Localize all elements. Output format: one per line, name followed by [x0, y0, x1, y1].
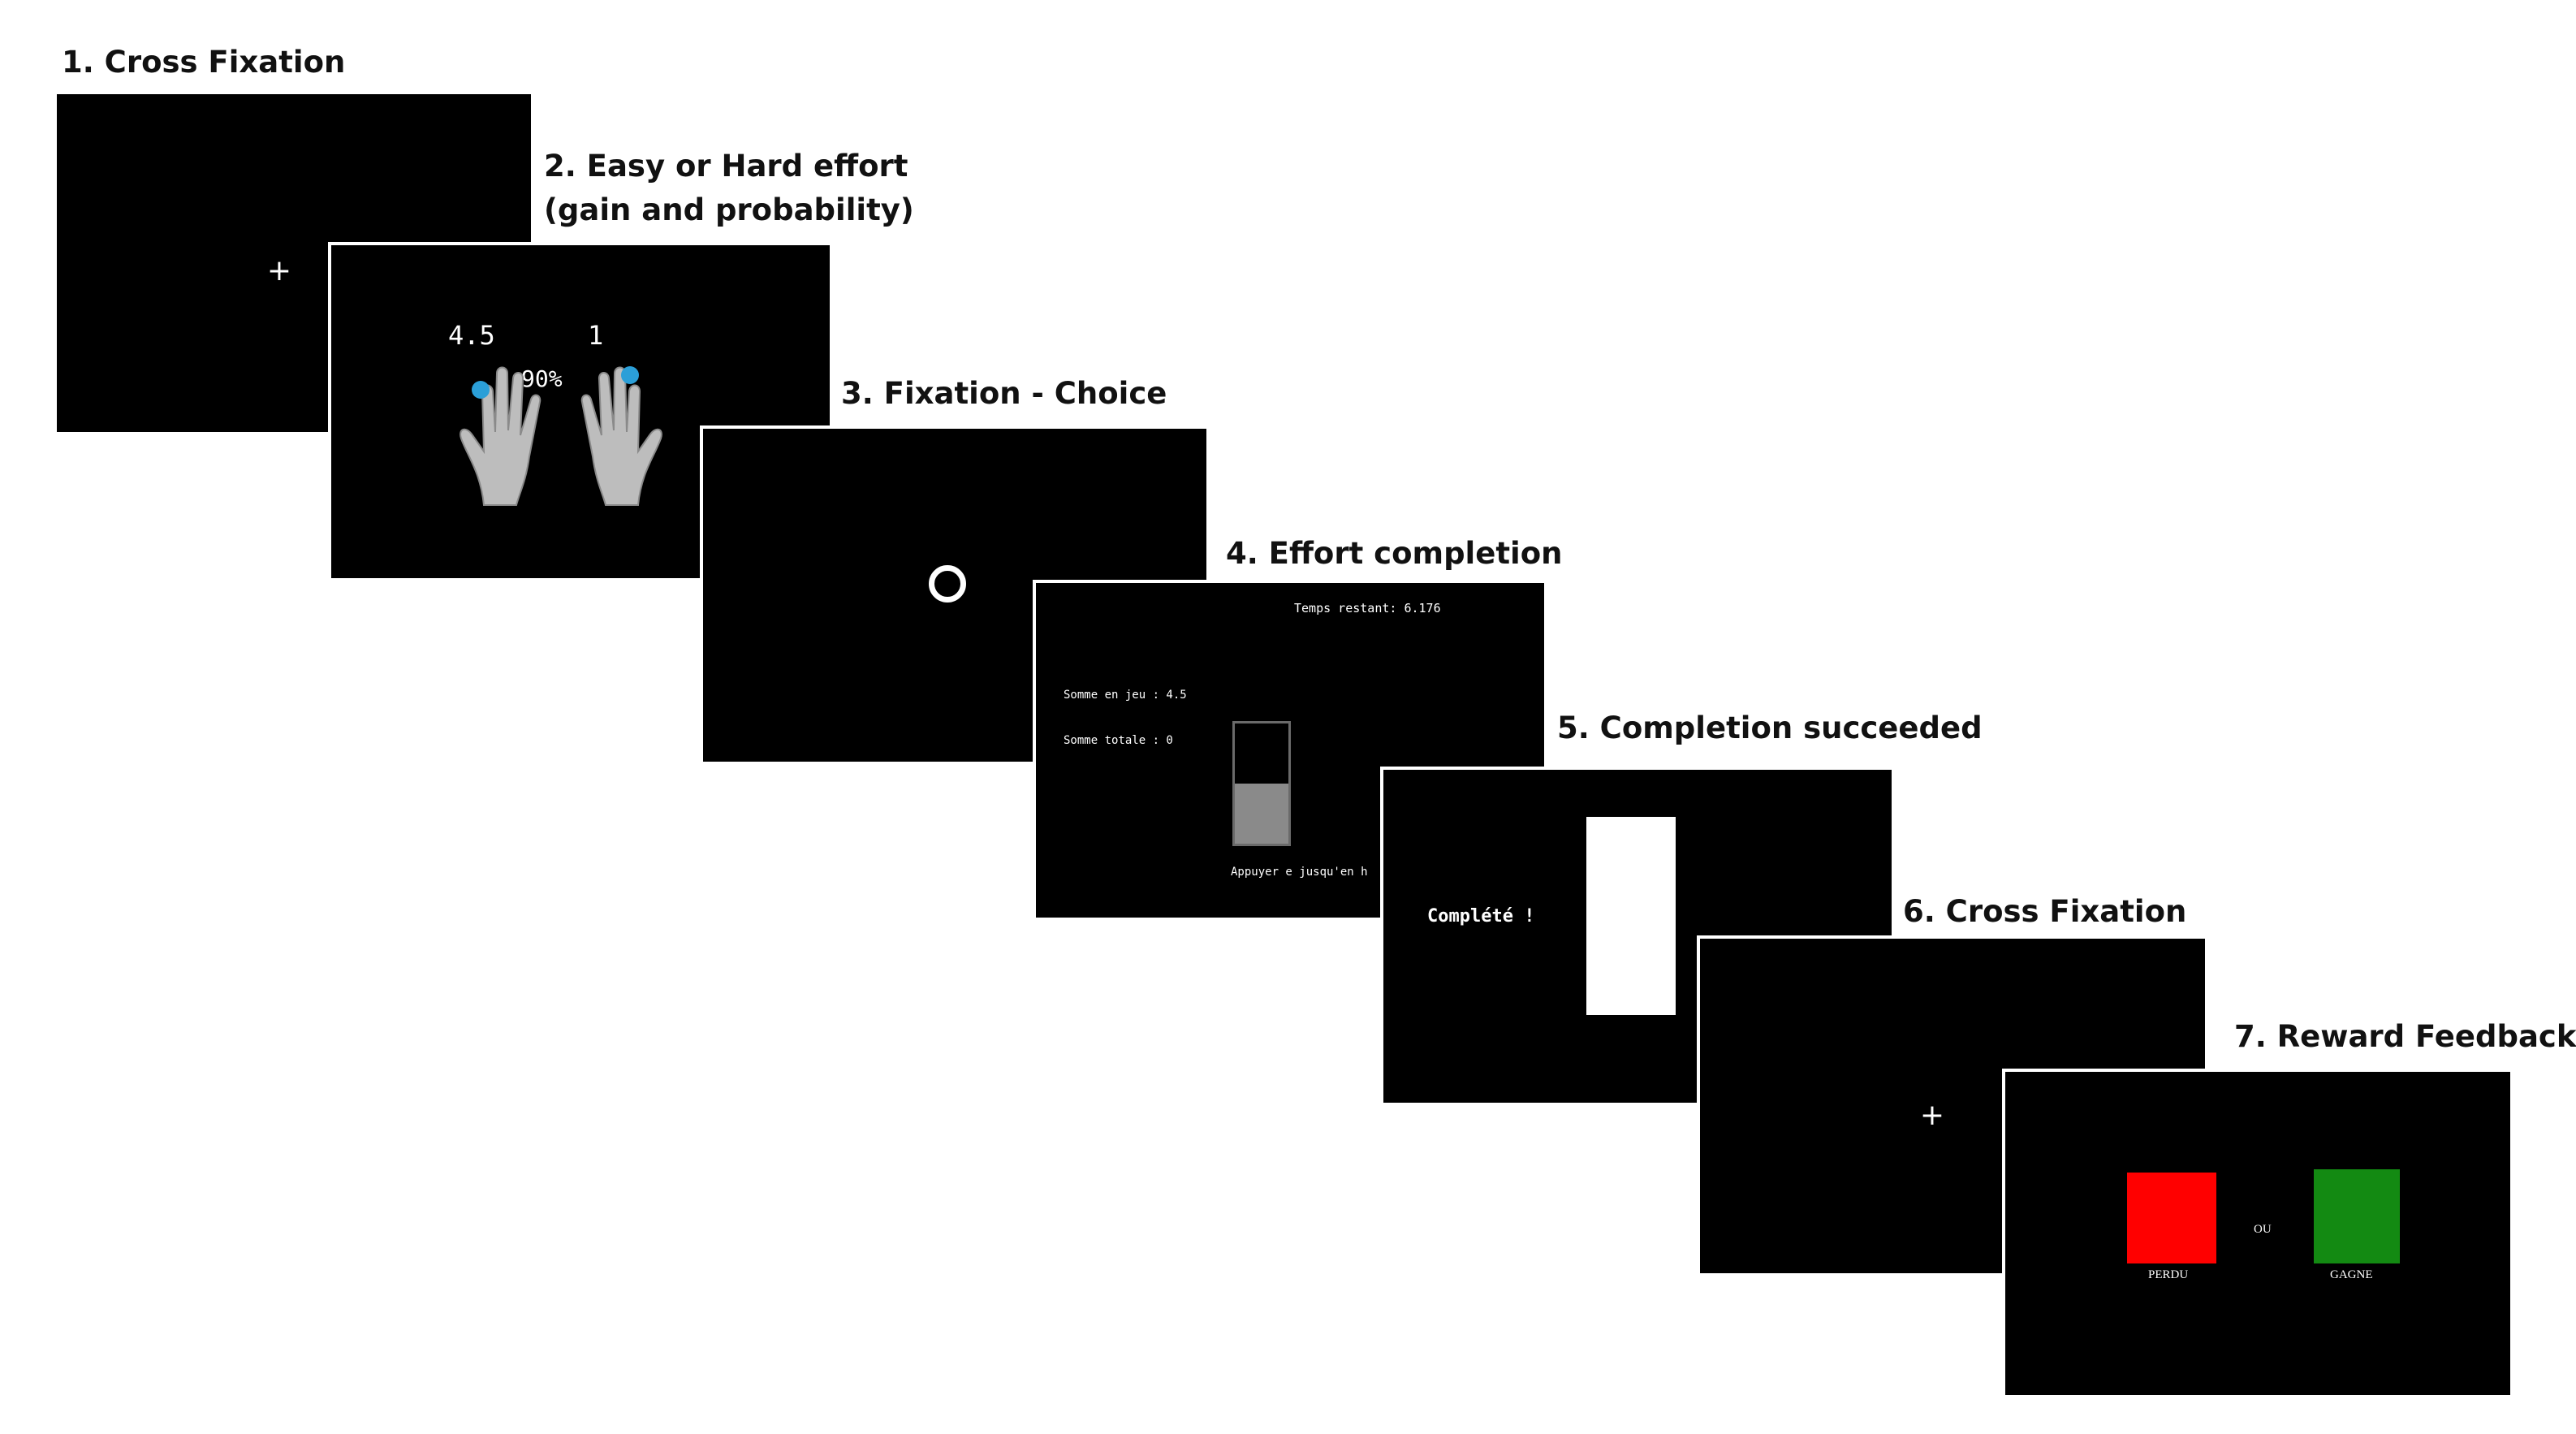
- hands-icon: [460, 366, 662, 506]
- or-label: OU: [2254, 1223, 2272, 1236]
- completion-message: Complété !: [1427, 906, 1535, 926]
- stake-text: Somme en jeu : 4.5: [1064, 689, 1187, 702]
- probability-value: 90%: [521, 365, 563, 392]
- timer-text: Temps restant: 6.176: [1294, 601, 1441, 615]
- step-3-label: 3. Fixation - Choice: [841, 376, 1167, 411]
- finger-marker-right: [621, 366, 639, 384]
- step-2-sublabel: (gain and probability): [544, 192, 914, 227]
- effort-gauge: [1232, 721, 1291, 846]
- win-square: [2314, 1169, 2400, 1263]
- instruction-text: Appuyer e jusqu'en h: [1231, 866, 1368, 879]
- step-6-label: 6. Cross Fixation: [1903, 894, 2187, 929]
- step-7-label: 7. Reward Feedback: [2234, 1019, 2576, 1054]
- fixation-cross-2: +: [1919, 1099, 1945, 1132]
- step-5-label: 5. Completion succeeded: [1557, 711, 1983, 745]
- screen-effort-completion: Temps restant: 6.176 Somme en jeu : 4.5 …: [1033, 580, 1547, 921]
- fixation-ring: [929, 565, 966, 603]
- gain-right-value: 1: [588, 320, 604, 351]
- fixation-cross: +: [266, 254, 292, 287]
- step-4-label: 4. Effort completion: [1226, 536, 1563, 571]
- total-text: Somme totale : 0: [1064, 734, 1173, 747]
- gain-left-value: 4.5: [448, 320, 495, 351]
- completion-gauge-full: [1586, 817, 1676, 1015]
- effort-gauge-fill: [1235, 784, 1288, 844]
- step-1-label: 1. Cross Fixation: [62, 45, 346, 80]
- win-label: GAGNE: [2330, 1268, 2373, 1281]
- screen-reward-feedback: PERDU OU GAGNE: [2002, 1069, 2513, 1398]
- finger-marker-left: [472, 381, 490, 399]
- lose-label: PERDU: [2148, 1268, 2189, 1281]
- step-2-label: 2. Easy or Hard effort: [544, 149, 908, 184]
- lose-square: [2127, 1173, 2216, 1263]
